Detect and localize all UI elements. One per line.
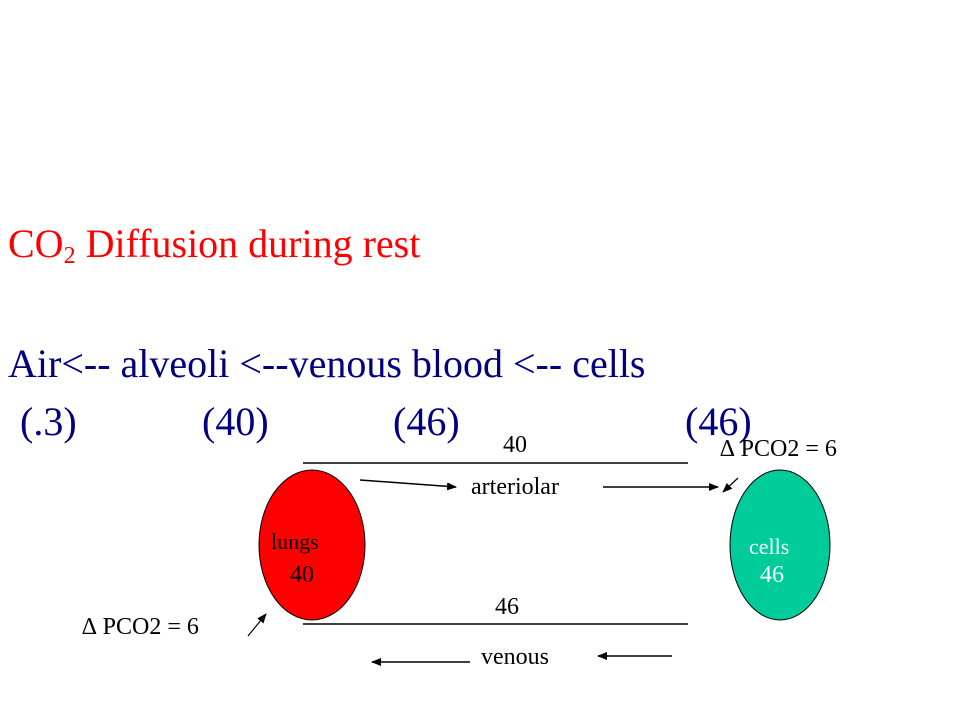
arteriolar-arrow-left <box>359 479 457 491</box>
cells-oval <box>729 469 831 621</box>
arteriolar-label: arteriolar <box>471 474 559 500</box>
title-prefix: CO <box>8 221 64 266</box>
cells-pressure: (46) <box>685 399 752 444</box>
arteriolar-pressure-label: 40 <box>503 432 527 458</box>
lungs-value: 40 <box>290 562 314 588</box>
alveoli-pressure: (40) <box>202 399 269 444</box>
venous-blood-pressure: (46) <box>393 399 460 444</box>
delta-pco2-bottom: ∆ PCO2 = 6 <box>82 614 199 640</box>
delta-top-pointer <box>722 477 739 493</box>
cells-label: cells <box>749 534 790 559</box>
venous-label: venous <box>481 644 549 670</box>
lungs-label: lungs <box>271 529 319 554</box>
delta-bottom-pointer <box>247 613 267 637</box>
slide-title: CO2 Diffusion during rest <box>8 221 421 270</box>
air-pressure: (.3) <box>20 399 77 444</box>
lungs-oval <box>258 469 366 621</box>
diffusion-chain: Air<-- alveoli <--venous blood <-- cells <box>8 341 646 386</box>
delta-pco2-top: ∆ PCO2 = 6 <box>720 436 837 462</box>
venous-pressure-label: 46 <box>495 594 519 620</box>
cells-value: 46 <box>760 562 784 588</box>
title-subscript: 2 <box>63 243 76 269</box>
title-suffix: Diffusion during rest <box>75 221 421 266</box>
